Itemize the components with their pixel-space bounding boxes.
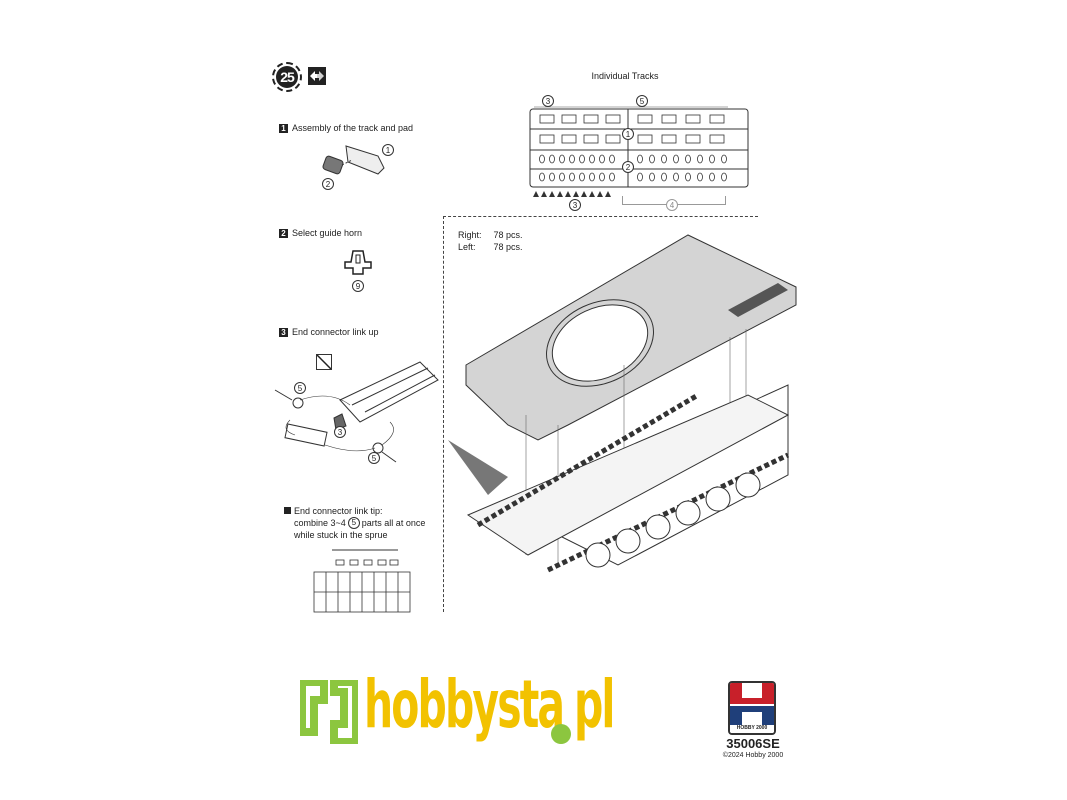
- part-label: 5: [636, 95, 648, 107]
- copyright-notice: ©2024 Hobby 2000: [722, 752, 784, 759]
- sprue-tip-illustration: [312, 548, 412, 614]
- hobbysta-logo-suffix: pl: [574, 666, 615, 743]
- count-value: 78 pcs.: [493, 230, 523, 240]
- end-connector-tip: End connector link tip: combine 3~4 5 pa…: [284, 505, 425, 541]
- hobby2000-logo: HOBBY 2000: [728, 681, 776, 735]
- part-label: 5: [347, 517, 360, 529]
- hobbysta-logo-mark: [298, 678, 360, 746]
- end-connector-illustration: 5 3 5: [270, 360, 440, 470]
- section-index: 1: [279, 123, 288, 133]
- section-title: Select guide horn: [292, 228, 363, 238]
- section-1-heading: 1 Assembly of the track and pad: [279, 123, 413, 133]
- tip-line: combine 3~4: [294, 518, 346, 528]
- part-label: 3: [542, 95, 554, 107]
- part-label: 2: [322, 178, 334, 190]
- tip-line: End connector link tip:: [294, 506, 383, 516]
- sprue-title: Individual Tracks: [591, 71, 659, 81]
- tip-line: while stuck in the sprue: [294, 530, 388, 540]
- count-value: 78 pcs.: [493, 242, 523, 252]
- guide-horn-illustration: 9: [343, 250, 373, 292]
- hobbysta-logo-text: hobbysta: [364, 666, 565, 743]
- part-label: 3: [569, 199, 581, 211]
- hobby2000-logo-text: HOBBY 2000: [736, 725, 768, 731]
- tank-assembly-illustration: [448, 225, 800, 610]
- tip-line: parts all at once: [361, 518, 426, 528]
- product-code: 35006SE: [726, 736, 780, 751]
- part-label: 5: [294, 382, 306, 394]
- count-row-left: Left: 78 pcs.: [458, 241, 535, 253]
- count-row-right: Right: 78 pcs.: [458, 229, 535, 241]
- count-label: Right:: [458, 230, 482, 240]
- section-divider: [443, 216, 758, 217]
- section-3-heading: 3 End connector link up: [279, 327, 379, 337]
- step-number-badge: 25: [272, 62, 302, 92]
- part-label: 4: [666, 199, 678, 211]
- section-index: 3: [279, 327, 288, 337]
- bullet-square: [284, 507, 291, 514]
- section-title: End connector link up: [292, 327, 379, 337]
- track-pad-illustration: 1 2: [318, 138, 398, 193]
- section-title: Assembly of the track and pad: [292, 123, 414, 133]
- part-label: 2: [622, 161, 634, 173]
- section-2-heading: 2 Select guide horn: [279, 228, 362, 238]
- section-divider: [443, 216, 444, 612]
- track-sprue-illustration: 3 5 1 2: [528, 95, 750, 200]
- track-count-table: Right: 78 pcs. Left: 78 pcs.: [458, 229, 535, 253]
- hobbysta-logo-dot: [551, 724, 571, 744]
- no-glue-icon: [316, 354, 332, 370]
- part-label: 3: [334, 426, 346, 438]
- part-label: 9: [352, 280, 364, 292]
- swap-sides-icon: [308, 67, 326, 85]
- part-label: 1: [622, 128, 634, 140]
- count-label: Left:: [458, 242, 476, 252]
- part-label: 1: [382, 144, 394, 156]
- part-label: 5: [368, 452, 380, 464]
- step-number: 25: [276, 66, 298, 88]
- section-index: 2: [279, 228, 288, 238]
